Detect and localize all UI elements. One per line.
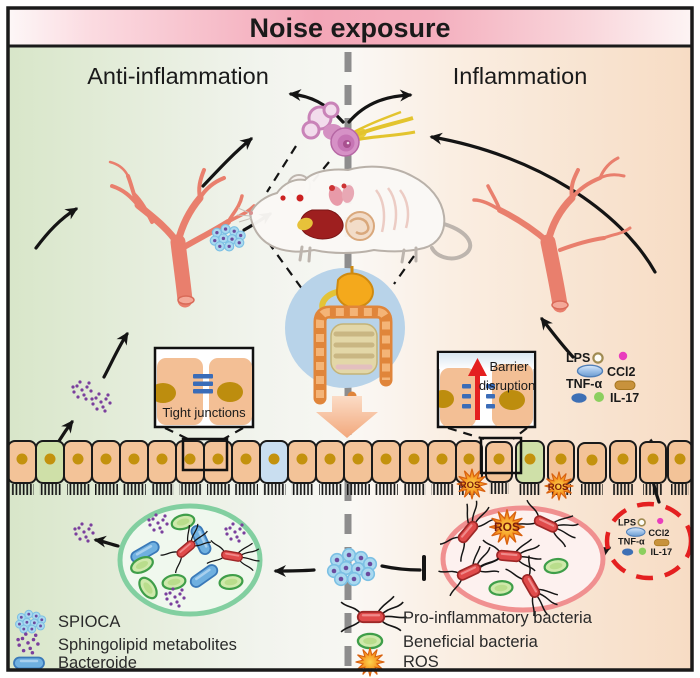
connector-bd-box-2 xyxy=(512,427,528,440)
gut-to-epithelium-arrow xyxy=(316,396,378,438)
ros-label: ROS xyxy=(548,482,569,493)
ccl2-label: CCl2 xyxy=(607,365,636,379)
cell-nuclei-right xyxy=(463,453,686,466)
epithelium-row: ROS ROS xyxy=(7,436,693,501)
legend-left: SPIOCA Sphingolipid metabolites Bacteroi… xyxy=(12,610,237,672)
barrier-label-line1: Barrier xyxy=(489,359,529,374)
lps-icon xyxy=(637,518,646,527)
tight-junction-bars xyxy=(193,374,213,394)
figure-border xyxy=(6,6,694,672)
beneficial-bacterium xyxy=(487,579,515,597)
arrow-circle-to-metabolites xyxy=(93,535,120,548)
arrow-left-up-1 xyxy=(34,207,79,250)
left-vessel-tree-icon xyxy=(108,160,256,308)
arrow-brain-to-right xyxy=(347,89,413,124)
connector-bd-box-1 xyxy=(447,426,485,441)
il17-rod-icon xyxy=(653,539,670,547)
legend-spioca-label: SPIOCA xyxy=(58,613,120,631)
bacteroide-rod-icon xyxy=(12,656,46,670)
ccl2-icon xyxy=(618,351,628,361)
tight-junctions-label: Tight junctions xyxy=(162,405,246,420)
arrow-spioca-to-healthy-circle xyxy=(273,564,316,577)
barrier-disruption-inset: Barrier disruption xyxy=(436,350,537,429)
ros-label: ROS xyxy=(460,480,481,491)
barrier-label-line2: disruption xyxy=(479,378,535,393)
bacteroide-oval-icon xyxy=(576,364,604,378)
connector-mouse-gut-1 xyxy=(267,241,306,294)
lps-icon xyxy=(592,352,604,364)
il17-rod-icon xyxy=(614,380,636,390)
legend-right: Pro-inflammatory bacteria Beneficial bac… xyxy=(339,595,593,677)
lps-label: LPS xyxy=(566,351,590,365)
legend-beneficial-label: Beneficial bacteria xyxy=(403,633,539,651)
right-vessel-tree-icon xyxy=(472,156,632,313)
legend-sphingolipid-label: Sphingolipid metabolites xyxy=(58,636,237,654)
healthy-microbiota-circle xyxy=(117,503,264,617)
cell-nuclei-left xyxy=(16,453,448,465)
green-dot-icon xyxy=(594,392,604,402)
inflammation-label: Inflammation xyxy=(453,63,588,89)
tnf-label: TNF-α xyxy=(618,537,645,547)
beneficial-bacterium-icon xyxy=(356,632,384,650)
anti-inflammation-label: Anti-inflammation xyxy=(87,63,269,89)
tnf-oval-icon xyxy=(621,548,634,556)
il17-label: IL-17 xyxy=(610,391,639,405)
cytokine-cluster: LPS CCl2 TNF-α IL-17 xyxy=(566,351,639,405)
green-dot-icon xyxy=(638,547,647,555)
arrow-left-vessel-to-brain xyxy=(201,137,253,188)
figure-title: Noise exposure xyxy=(249,13,450,43)
inhibition-line-spioca xyxy=(380,564,422,572)
ccl2-label: CCl2 xyxy=(648,528,669,538)
tight-junction-zoom-bracket xyxy=(181,437,229,472)
cytokine-cluster-mini: LPS CCl2 TNF-α IL-17 xyxy=(618,517,672,557)
ccl2-icon xyxy=(657,517,664,525)
connector-mouse-gut-2 xyxy=(393,255,415,285)
tnf-oval-icon xyxy=(571,393,587,403)
il17-label: IL-17 xyxy=(651,547,673,557)
legend-proinflammatory-label: Pro-inflammatory bacteria xyxy=(403,609,593,627)
ros-burst-epithelium-2: ROS xyxy=(544,471,574,501)
mouse-illustration xyxy=(236,165,473,264)
arrow-right-to-brain xyxy=(429,132,657,274)
cochlea-icon xyxy=(301,101,416,157)
ros-label: ROS xyxy=(494,520,520,534)
barrier-zoom-bracket xyxy=(479,436,523,475)
title-bar xyxy=(8,8,692,46)
lps-label: LPS xyxy=(618,517,636,527)
tnf-label: TNF-α xyxy=(566,377,602,391)
microvilli-left xyxy=(11,484,454,495)
bacteroide-oval-icon xyxy=(625,527,646,537)
barrier-disruption-arrow xyxy=(468,358,487,420)
arrow-to-right-vessel xyxy=(540,317,575,359)
tight-junction-inset: Tight junctions xyxy=(153,346,255,429)
legend-bacteroide-label: Bacteroide xyxy=(58,654,137,672)
stomach xyxy=(335,272,374,309)
inflamed-microbiota-circle: ROS xyxy=(434,493,606,623)
legend-ros-label: ROS xyxy=(403,653,439,671)
broken-tight-junction-bars xyxy=(462,384,495,409)
arrow-brain-to-left xyxy=(288,89,345,124)
arrow-metabolites-to-vessel xyxy=(102,331,129,379)
ros-burst-epithelium-1: ROS xyxy=(456,468,488,500)
